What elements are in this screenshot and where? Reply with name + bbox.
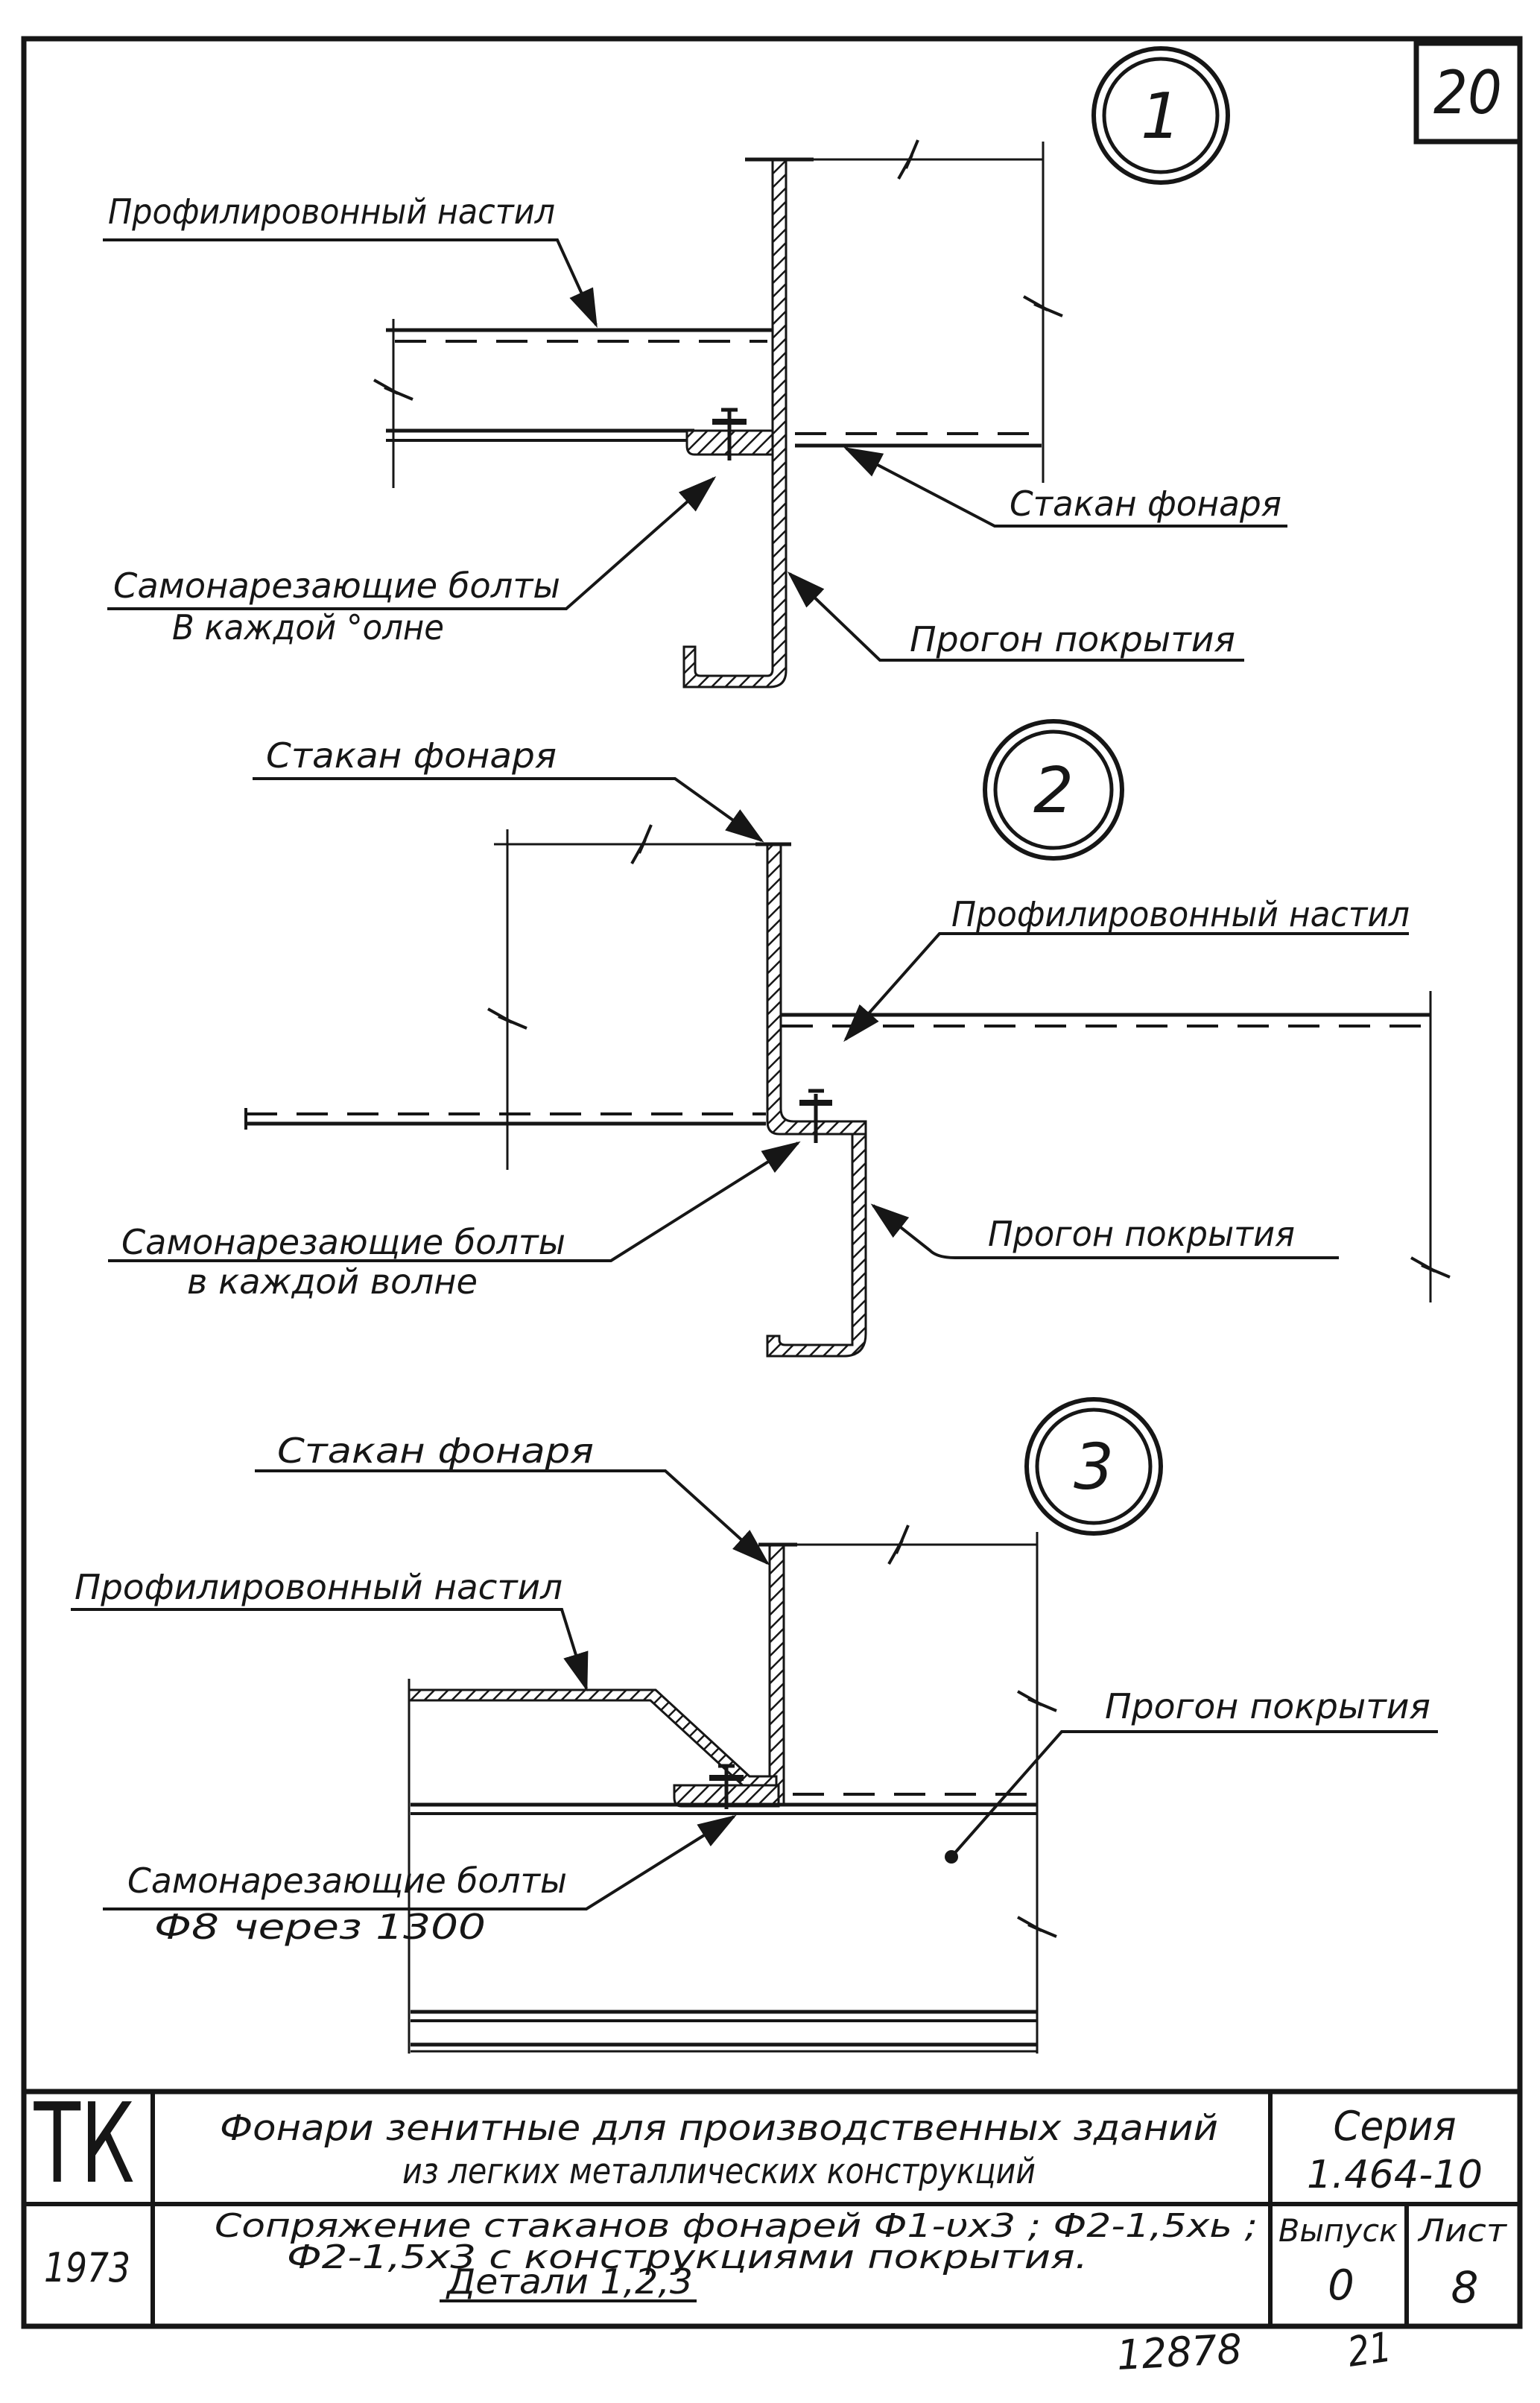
- detail-3-dimensions: [408, 1524, 1058, 2054]
- detail-3-deck-label: Профилировонный настил: [75, 1567, 563, 1607]
- detail-3-deck: [408, 1688, 780, 1808]
- detail-1-bolts-leader: [107, 476, 717, 610]
- series-value: 1.464-10: [1307, 2153, 1483, 2197]
- sheet-value: 8: [1451, 2262, 1479, 2313]
- detail-2-purlin-leader: [870, 1203, 1339, 1259]
- page-number: 20: [1433, 58, 1502, 127]
- detail-3-bolts-label-line2: Ф8 через 1300: [154, 1907, 486, 1947]
- detail-2-bolts-label-line2: в каждой волне: [187, 1261, 478, 1302]
- detail-1-purlin-label: Прогон покрытия: [910, 619, 1235, 659]
- issue-label: Выпуск: [1278, 2212, 1398, 2249]
- sheet-label: Лист: [1417, 2212, 1508, 2249]
- detail-3-number: 3: [1074, 1431, 1114, 1504]
- detail-1-deck: [386, 328, 774, 456]
- detail-1-bolts-label-line2: В каждой °олне: [172, 607, 444, 648]
- title-line2: из легких металлических конструкций: [402, 2151, 1036, 2192]
- detail-3-bubble: 3: [1024, 1397, 1163, 1536]
- detail-1-dimensions: [373, 139, 1064, 488]
- detail-2-bolts-label-line1: Самонарезающие болты: [121, 1222, 565, 1262]
- detail-2-cup-leader: [253, 777, 764, 843]
- detail-1-bolts-label-line1: Самонарезающие болты: [113, 566, 560, 606]
- detail-1-purlin-leader: [787, 572, 1244, 662]
- title-block: ТК 1973 Фонари зенитные для производстве…: [24, 2080, 1520, 2326]
- detail-3-purlin-leader: [950, 1730, 1438, 1858]
- detail-3-deck-leader: [71, 1608, 589, 1692]
- purlin-section: [766, 1133, 867, 1358]
- lantern-cup-section: [682, 158, 788, 688]
- detail-1-deck-label: Профилировонный настил: [108, 191, 555, 232]
- detail-2-cup-label: Стакан фонаря: [266, 735, 557, 776]
- detail-2: 2 Стакан фонаря: [108, 719, 1451, 1358]
- leader-dot: [945, 1850, 958, 1864]
- subtitle-line1: Сопряжение стаканов фонарей Ф1-υх3 ; Ф2-…: [215, 2207, 1258, 2245]
- detail-3-bolts-leader: [103, 1814, 737, 1910]
- detail-1-cup-leader: [843, 446, 1287, 528]
- detail-3-purlin: [411, 1793, 1037, 2053]
- subtitle-line3: Детали 1,2,3: [446, 2261, 693, 2302]
- sheet-border: [21, 36, 1523, 2329]
- series-label: Серия: [1334, 2103, 1457, 2150]
- detail-2-deck-label: Профилировонный настил: [951, 894, 1410, 934]
- page-note-handwritten: 21: [1345, 2323, 1394, 2375]
- detail-1-number: 1: [1141, 80, 1181, 153]
- detail-1-bolt: [712, 408, 747, 460]
- detail-3-cup-label: Стакан фонаря: [277, 1431, 594, 1471]
- doc-number-handwritten: 12878: [1115, 2325, 1243, 2379]
- detail-1-cup-label: Стакан фонаря: [1010, 484, 1281, 524]
- detail-2-bolts-leader: [108, 1141, 801, 1262]
- detail-3-purlin-label: Прогон покрытия: [1105, 1686, 1430, 1726]
- detail-2-purlin-label: Прогон покрытия: [988, 1214, 1295, 1254]
- detail-1: 1 Профи: [103, 46, 1287, 688]
- detail-3: 3: [71, 1397, 1438, 2054]
- lantern-cup-section: [766, 843, 867, 1136]
- subtitle-line2: Ф2-1,5х3 с конструкциями покрытия.: [287, 2238, 1088, 2276]
- detail-2-deck-leader: [843, 932, 1409, 1042]
- detail-3-bolt: [709, 1764, 744, 1809]
- detail-2-number: 2: [1033, 754, 1074, 828]
- detail-1-bubble: 1: [1091, 46, 1230, 185]
- lantern-cup-section: [768, 1543, 785, 1806]
- issue-value: 0: [1328, 2261, 1354, 2310]
- page-number-box: [1413, 40, 1523, 145]
- detail-2-bubble: 2: [983, 719, 1124, 861]
- detail-1-deck-leader: [103, 238, 598, 328]
- year: 1973: [44, 2244, 130, 2291]
- title-line1: Фонари зенитные для производственных зда…: [220, 2108, 1218, 2149]
- detail-2-bolt: [799, 1089, 832, 1143]
- detail-3-cup-leader: [255, 1469, 770, 1565]
- detail-3-bolts-label-line1: Самонарезающие болты: [127, 1861, 567, 1901]
- org-stamp: ТК: [34, 2080, 135, 2208]
